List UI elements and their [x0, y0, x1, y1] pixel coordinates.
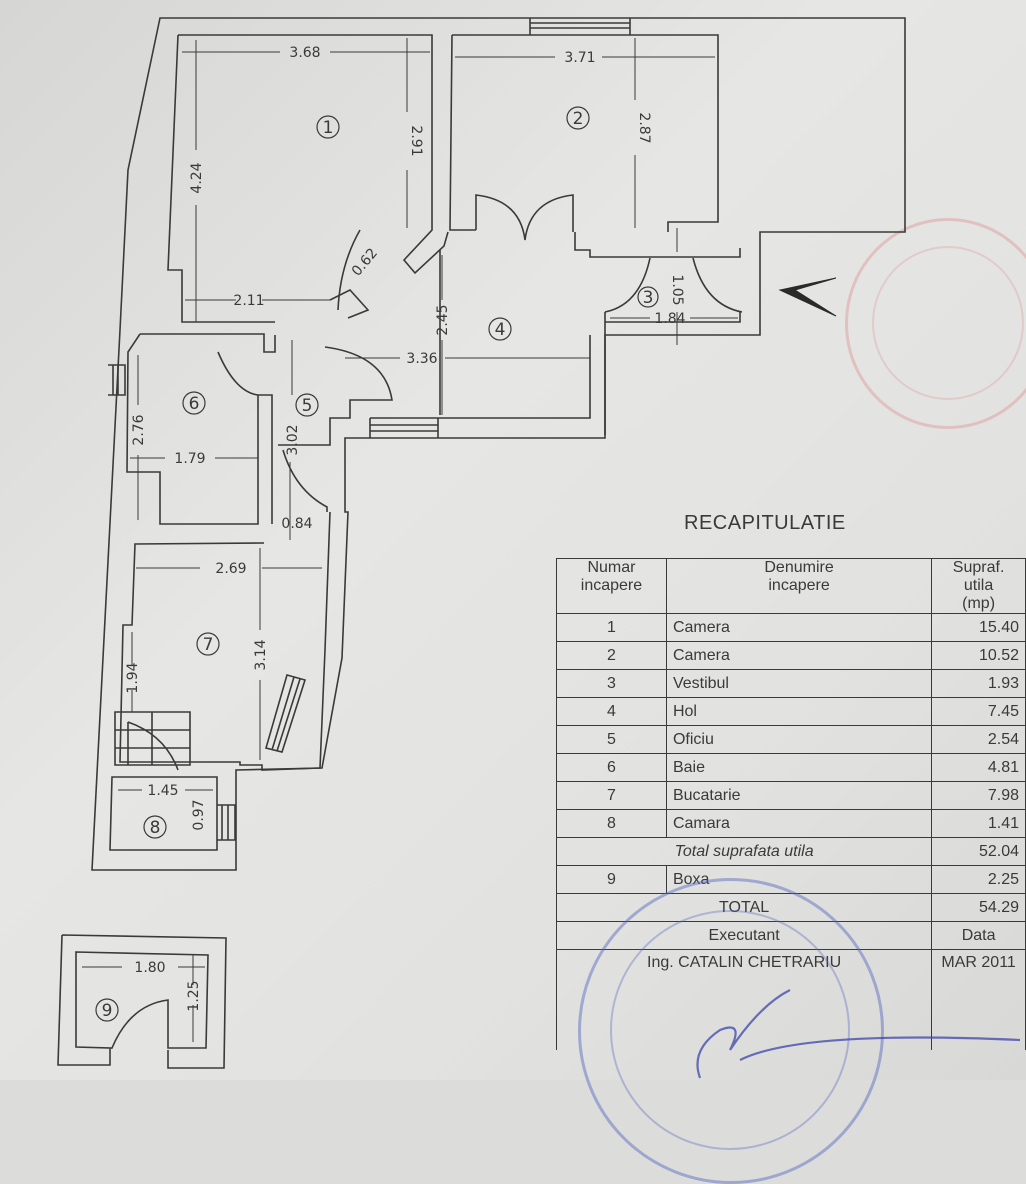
room-name: Bucatarie — [665, 781, 933, 810]
header-area: Supraf. utila (mp) — [931, 558, 1026, 614]
room-label: 1 — [323, 118, 334, 138]
outer-wall — [91, 17, 906, 871]
room-7-walls — [119, 511, 331, 771]
room-label: 3 — [643, 288, 654, 308]
dimension-label: 1.05 — [669, 274, 685, 305]
room-9-walls — [57, 934, 227, 1069]
room-label: 7 — [203, 635, 214, 655]
room-8-walls — [109, 776, 218, 851]
dimension-label: 0.97 — [191, 799, 207, 830]
red-stamp-inner — [872, 246, 1024, 400]
header-room-name: Denumire incapere — [665, 558, 933, 614]
window-hol — [369, 418, 439, 438]
dimension-label: 2.87 — [636, 112, 652, 143]
room-area: 7.45 — [931, 697, 1026, 726]
subtotal-value: 52.04 — [931, 837, 1026, 866]
dimension-label: 0.84 — [281, 516, 312, 532]
door-room1 — [329, 229, 370, 319]
dimension-label: 2.45 — [435, 304, 451, 335]
room-name: Camara — [665, 809, 933, 838]
room-5-walls — [278, 346, 393, 446]
dimension-label: 1.25 — [186, 980, 202, 1011]
dimension-label: 2.69 — [215, 561, 246, 577]
date-value: MAR 2011 — [931, 949, 1026, 1050]
dimension-label: 3.36 — [406, 351, 437, 367]
summary-title: RECAPITULATIE — [684, 512, 846, 534]
room-label: 4 — [495, 320, 506, 340]
room-label: 8 — [150, 818, 161, 838]
room-label: 5 — [302, 396, 313, 416]
dimension-label: 1.79 — [174, 451, 205, 467]
window-kitchen — [265, 674, 307, 753]
dimension-label: 1.84 — [654, 311, 685, 327]
room-label: 2 — [573, 109, 584, 129]
dimension-label: 1.94 — [125, 662, 141, 693]
entrance-arrow-icon — [778, 277, 837, 317]
dimension-label: 2.76 — [131, 414, 147, 445]
stairs — [114, 711, 191, 771]
room-number: 9 — [556, 865, 667, 894]
dimension-label: 3.02 — [285, 424, 301, 455]
signature — [696, 989, 1021, 1079]
dimension-label: 4.24 — [189, 162, 205, 193]
room-name: Vestibul — [665, 669, 933, 698]
dimension-label: 2.11 — [233, 293, 264, 309]
room-label: 9 — [102, 1001, 113, 1021]
window-top — [529, 18, 631, 35]
door-room2 — [475, 194, 574, 241]
table-header-row: Numar incapere Denumire incapere Supraf.… — [556, 558, 1026, 614]
room-name: Baie — [665, 753, 933, 782]
window-baie — [108, 364, 126, 396]
door-room6 — [217, 351, 259, 396]
room-1-walls — [178, 34, 449, 275]
total-value: 54.29 — [931, 893, 1026, 922]
dimension-label: 2.91 — [408, 125, 424, 156]
subtotal-label: Total suprafata utila — [555, 837, 933, 866]
room-number-circles — [95, 106, 659, 1022]
room-number: 7 — [556, 781, 667, 810]
room-label: 6 — [189, 394, 200, 414]
window-camara — [217, 804, 236, 841]
dimension-label: 3.71 — [564, 50, 595, 66]
room-name: Camera — [665, 641, 933, 670]
plan-labels: 1 2 3 4 5 6 7 8 9 3.68 4.24 2.91 2.11 0.… — [102, 45, 686, 1021]
door-vestibule — [604, 257, 743, 313]
room-4-walls — [370, 250, 591, 419]
floor-plan — [57, 17, 906, 1069]
dimension-label: 3.14 — [253, 639, 269, 670]
dimension-label: 3.68 — [289, 45, 320, 61]
room-area: 1.93 — [931, 669, 1026, 698]
dimension-lines — [82, 38, 738, 1042]
red-stamp — [845, 218, 1026, 429]
dimension-label: 1.80 — [134, 960, 165, 976]
room-number: 5 — [556, 725, 667, 754]
room-6-walls — [140, 333, 276, 353]
room-area: 4.81 — [931, 753, 1026, 782]
room-name: Oficiu — [665, 725, 933, 754]
dimension-label: 1.45 — [147, 783, 178, 799]
door-room5 — [282, 449, 328, 512]
room-area: 7.98 — [931, 781, 1026, 810]
subtotal-row: Total suprafata utila 52.04 — [555, 837, 1026, 866]
